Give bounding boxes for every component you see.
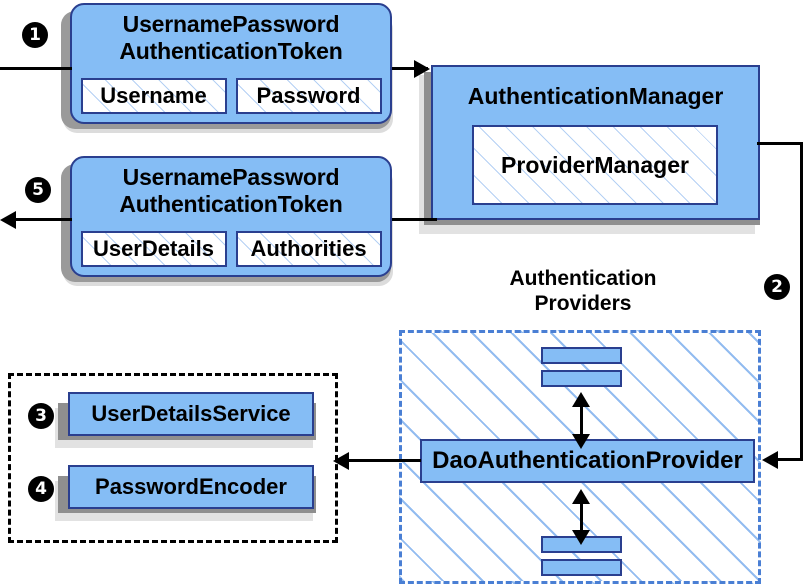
request-token-slots: Username Password (72, 78, 390, 114)
authentication-providers-label-line2: Providers (534, 292, 632, 315)
request-token-title-line1: UsernamePassword (122, 11, 340, 37)
incoming-request-line (0, 67, 72, 70)
request-token-title: UsernamePassword AuthenticationToken (72, 5, 390, 65)
response-token-title-line1: UsernamePassword (122, 164, 340, 190)
user-details-service-box: UserDetailsService (68, 392, 314, 436)
password-encoder-box: PasswordEncoder (68, 465, 314, 509)
request-to-manager-line (392, 67, 428, 70)
password-encoder-label: PasswordEncoder (95, 474, 287, 499)
slot-password-label: Password (256, 83, 361, 108)
authentication-manager-box: AuthenticationManager ProviderManager (431, 65, 760, 220)
provider-manager-box: ProviderManager (472, 125, 718, 205)
manager-to-provider-arrowhead (762, 451, 778, 469)
username-password-authentication-token-response: UsernamePassword AuthenticationToken Use… (70, 156, 392, 277)
slot-authorities-label: Authorities (250, 236, 367, 261)
authentication-providers-label-line1: Authentication (509, 267, 657, 290)
provider-bottom-connector-arrow-down (572, 530, 590, 545)
dao-authentication-provider-label: DaoAuthenticationProvider (432, 447, 743, 474)
slot-user-details: UserDetails (80, 231, 227, 267)
authentication-manager-label: AuthenticationManager (467, 83, 724, 109)
provider-manager-label: ProviderManager (501, 151, 689, 178)
provider-top-connector-arrow-up (572, 392, 590, 407)
provider-top-connector-arrow-down (572, 434, 590, 449)
manager-to-provider-line-bottom (767, 458, 803, 461)
provider-to-services-arrowhead (333, 452, 349, 470)
slot-authorities: Authorities (235, 231, 382, 267)
response-token-title: UsernamePassword AuthenticationToken (72, 158, 390, 218)
step-1-bullet: 1 (22, 22, 48, 48)
step-4-bullet: 4 (28, 476, 54, 502)
response-token-slots: UserDetails Authorities (72, 231, 390, 267)
provider-stack-top-bar-2 (541, 370, 622, 387)
provider-top-connector-line (580, 397, 583, 441)
slot-username-label: Username (100, 83, 207, 108)
provider-bottom-connector-arrow-up (572, 489, 590, 504)
request-token-title-line2: AuthenticationToken (119, 38, 343, 64)
provider-bottom-connector-line (580, 494, 583, 536)
step-3-bullet: 3 (28, 403, 54, 429)
username-password-authentication-token-request: UsernamePassword AuthenticationToken Use… (70, 3, 392, 124)
manager-to-response-line (392, 218, 437, 221)
user-details-service-label: UserDetailsService (91, 401, 291, 426)
step-5-bullet: 5 (25, 177, 51, 203)
dao-authentication-provider-box: DaoAuthenticationProvider (420, 439, 755, 483)
authentication-providers-label: Authentication Providers (470, 266, 696, 316)
manager-to-provider-line-vertical (800, 142, 803, 460)
response-outgoing-arrowhead (0, 211, 16, 229)
slot-user-details-label: UserDetails (92, 236, 215, 261)
provider-to-services-line (349, 459, 421, 462)
provider-stack-top-bar-1 (541, 347, 622, 364)
slot-password: Password (235, 78, 382, 114)
request-to-manager-arrowhead (414, 60, 430, 78)
slot-username: Username (80, 78, 227, 114)
manager-to-provider-line-top (757, 142, 803, 145)
response-outgoing-line (16, 218, 72, 221)
response-token-title-line2: AuthenticationToken (119, 191, 343, 217)
provider-stack-bottom-bar-2 (541, 559, 622, 576)
step-2-bullet: 2 (764, 274, 790, 300)
